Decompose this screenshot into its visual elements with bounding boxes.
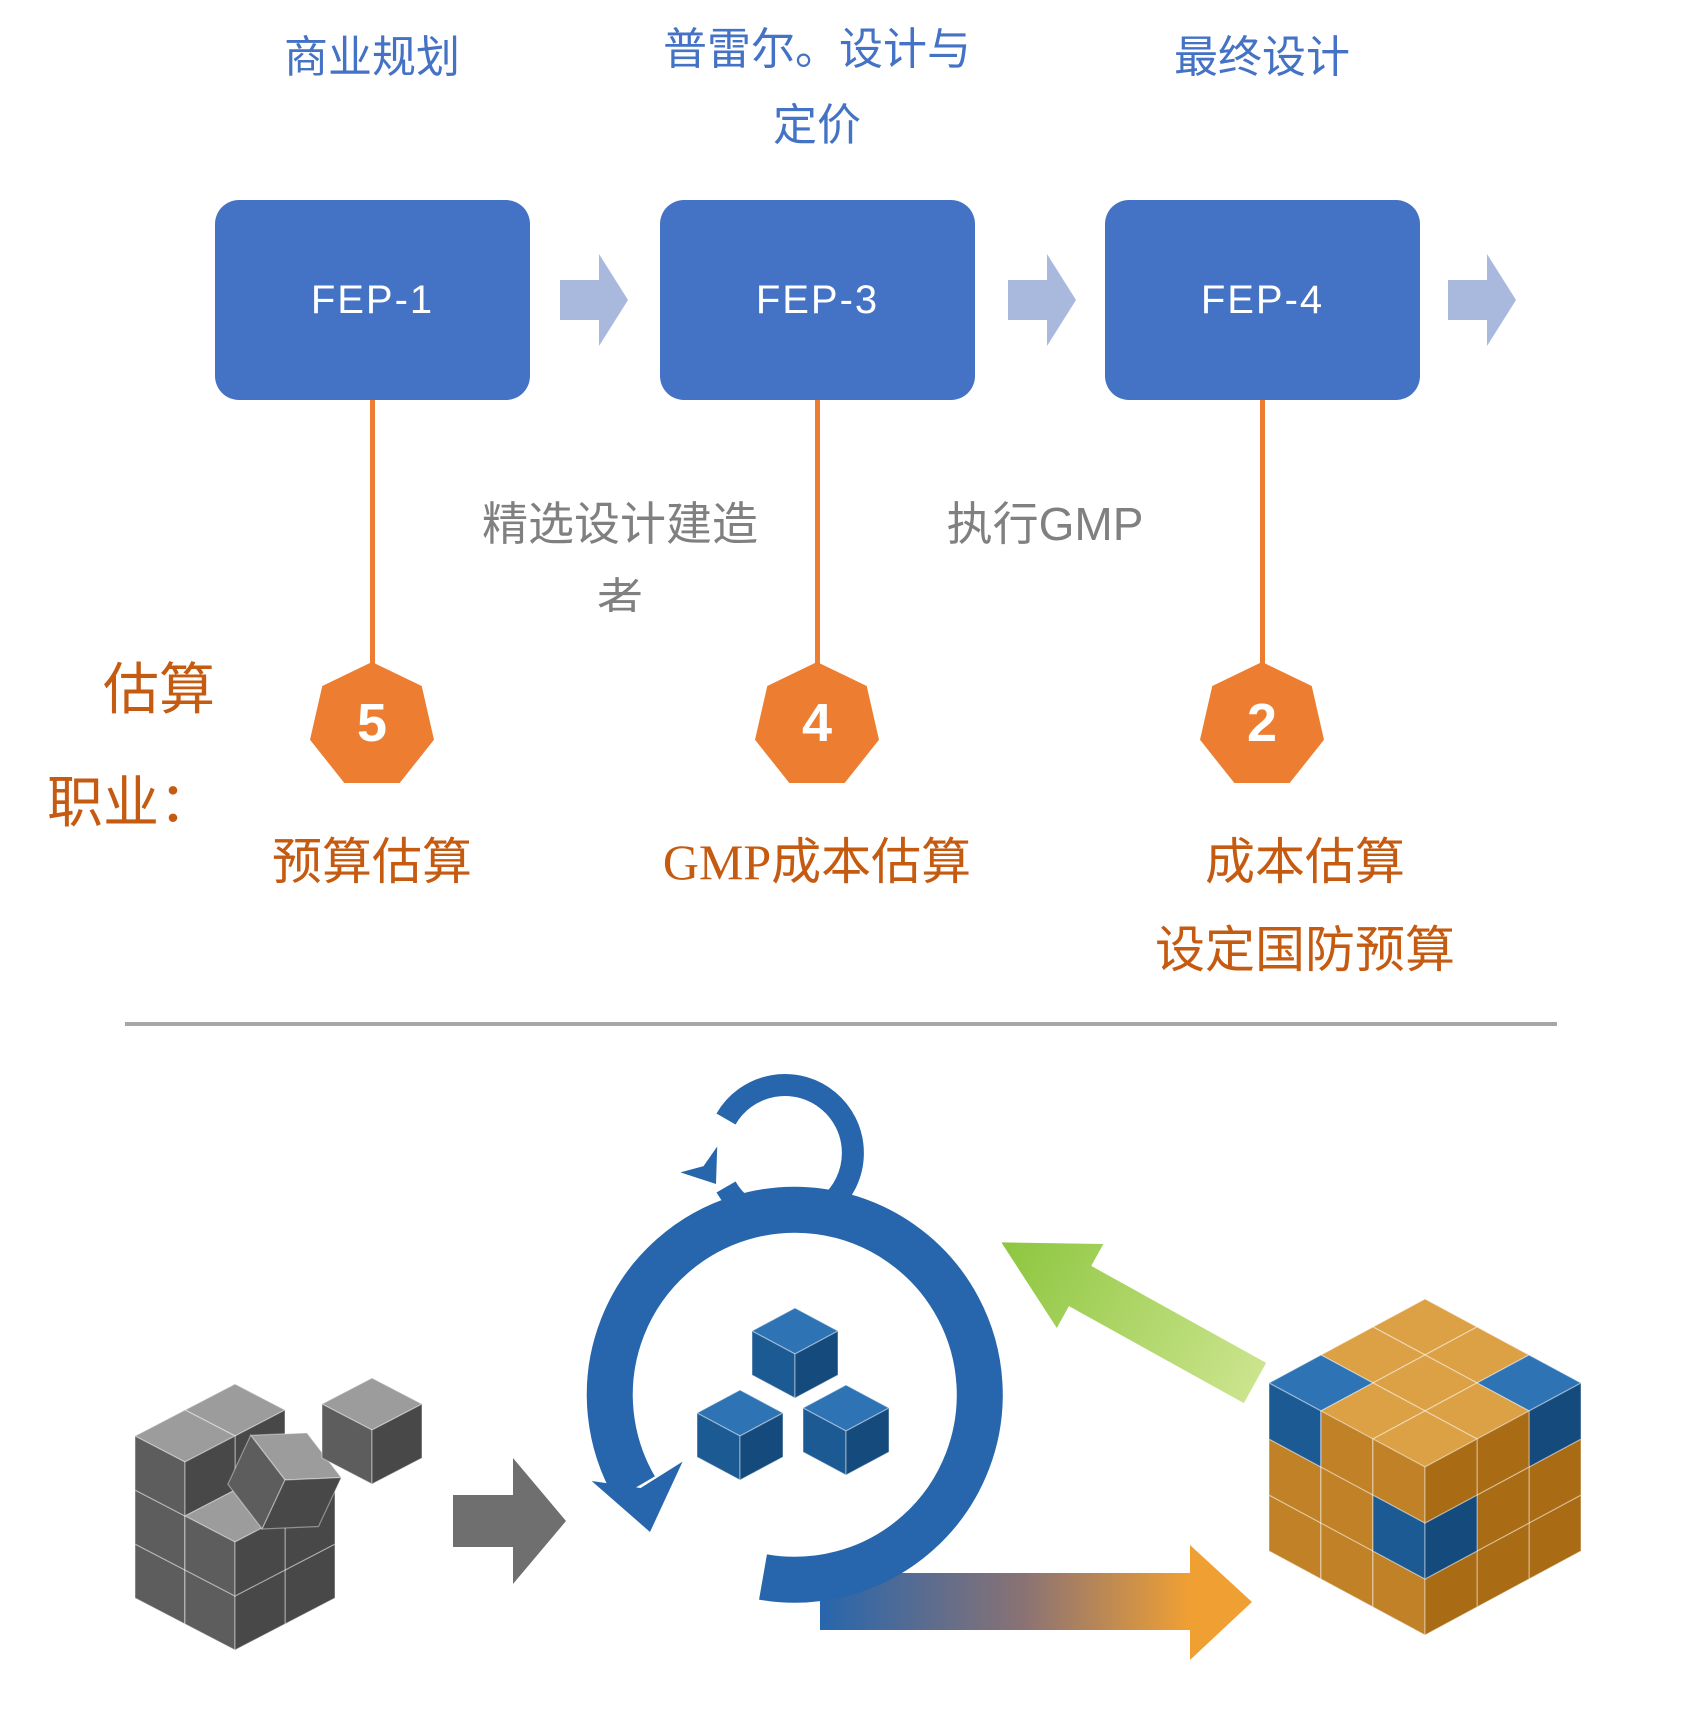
green-feedback-arrow-icon [1001,1242,1267,1404]
stage1-phase-title: 商业规划 [152,20,592,96]
stage2-phase-title-line2: 定价 [773,101,861,150]
stage1-estimate-line1: 预算估算 [272,834,472,890]
stage2-connector-line [815,400,820,666]
badge-heptagon-stage3: 2 [1200,662,1324,783]
stage2-phase-title-line1: 普雷尔。设计与 [663,25,971,74]
stage1-connector-line [370,400,375,666]
section-divider [125,1022,1557,1026]
badge-stage2-number: 4 [801,692,833,753]
stage-box-fep-4: FEP-4 [1105,200,1420,400]
stage3-estimate-line2: 设定国防预算 [1155,922,1455,978]
stage1-estimate-label: 预算估算 [142,818,602,906]
stage3-phase-title-line1: 最终设计 [1174,33,1350,82]
stage2-estimate-label: GMP成本估算 [587,818,1047,906]
iteration-loop-icon [586,1074,1003,1603]
stage1-phase-title-line1: 商业规划 [284,33,460,82]
stage3-phase-title: 最终设计 [1042,20,1482,96]
stage-box-fep-4-label: FEP-4 [1200,277,1325,322]
stage-box-fep-1: FEP-1 [215,200,530,400]
gray-right-arrow-icon [453,1458,566,1584]
estimating-label-line1: 估算 [103,660,215,722]
loop-blue-cubes-icon [695,1307,891,1482]
note-execute-gmp: 执行GMP [946,498,1144,550]
note-select-design-builder: 精选设计建造者 [482,498,758,612]
badge-heptagon-stage2: 4 [755,662,879,783]
flow-arrow-icon [560,254,628,346]
stage3-connector-line [1260,400,1265,666]
disassembled-gray-cubes-icon [133,1377,424,1651]
flow-arrow-icon [1008,254,1076,346]
badge-stage1-number: 5 [356,692,388,753]
stage2-phase-title: 普雷尔。设计与 定价 [597,12,1037,164]
transformation-illustration [133,1074,1583,1660]
badge-heptagon-stage1: 5 [310,662,434,783]
badge-stage3-number: 2 [1246,692,1278,753]
assembled-orange-blue-cube-icon [1267,1298,1583,1637]
flow-arrow-icon [1448,254,1516,346]
stage-box-fep-3-label: FEP-3 [755,277,880,322]
stage2-estimate-line1: GMP成本估算 [662,834,972,890]
stage-box-fep-1-label: FEP-1 [310,277,435,322]
stage3-estimate-line1: 成本估算 [1205,834,1405,890]
stage3-estimate-label: 成本估算 设定国防预算 [1075,818,1535,994]
stage-box-fep-3: FEP-3 [660,200,975,400]
estimating-label-line2: 职业： [47,773,215,835]
